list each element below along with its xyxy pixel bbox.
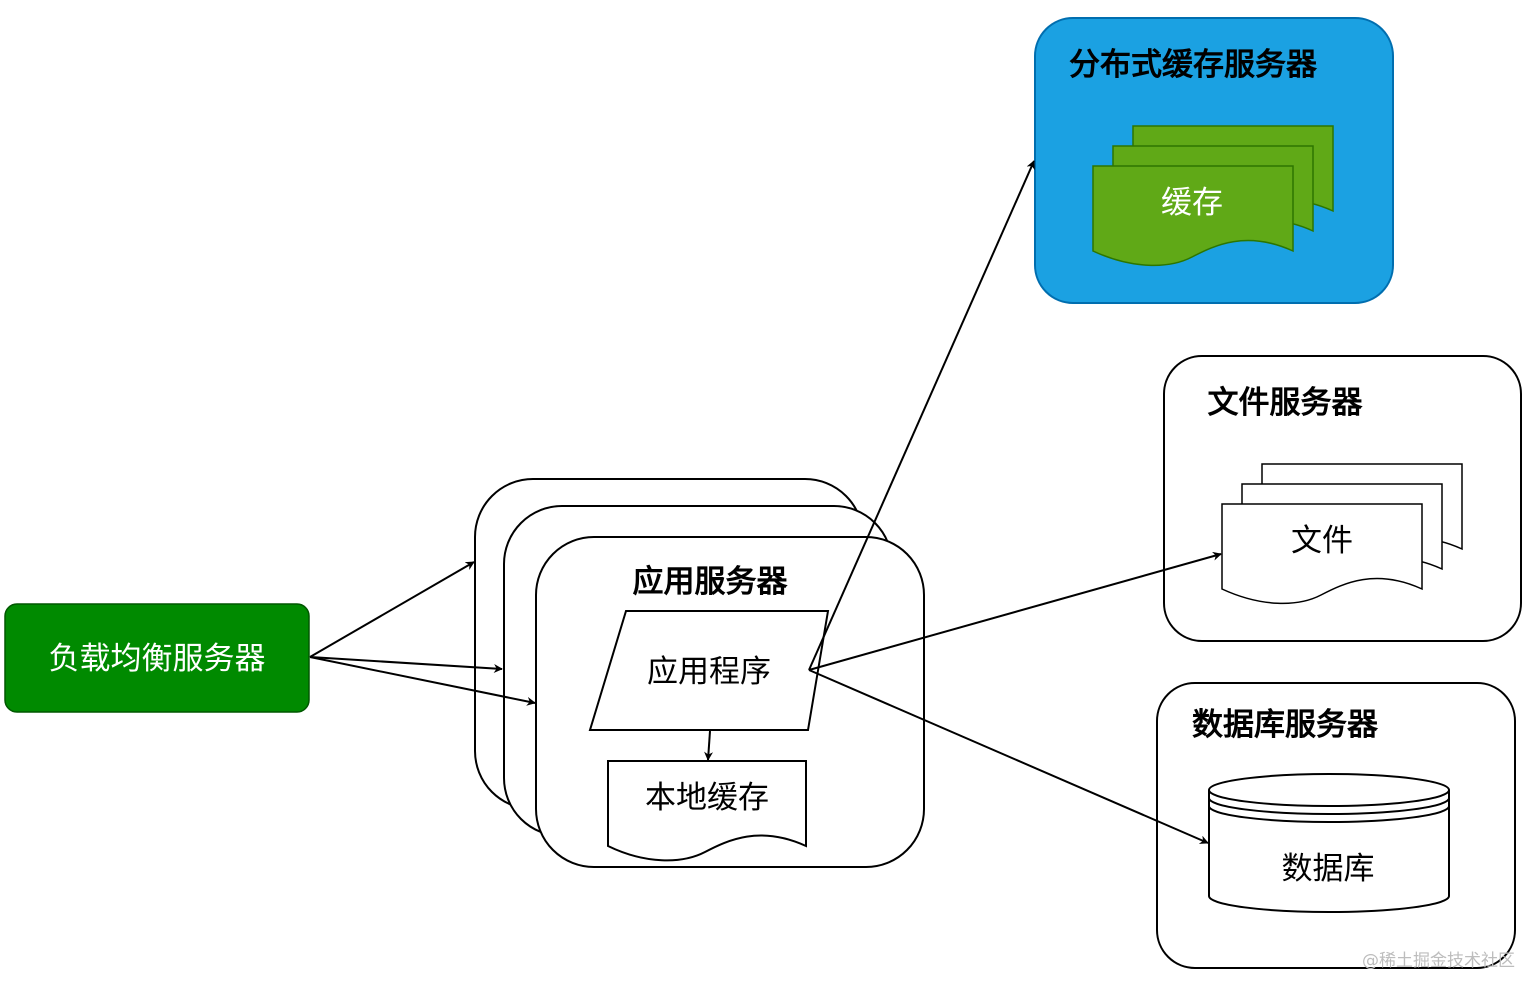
- edge-app-to-local-cache: [704, 730, 714, 761]
- edge-app-to-distributed-cache: [808, 160, 1035, 671]
- edge-app-to-file: [808, 551, 1222, 671]
- edge-lb-to-app-middle: [309, 656, 503, 673]
- database-label: 数据库: [1282, 851, 1375, 887]
- db-server-title: 数据库服务器: [1192, 707, 1379, 743]
- cache-server-title: 分布式缓存服务器: [1069, 47, 1318, 83]
- load-balancer-box: [4, 603, 310, 713]
- distributed-cache-server: 分布式缓存服务器 缓存: [1034, 17, 1394, 304]
- load-balancer-label: 负载均衡服务器: [49, 641, 266, 677]
- file-server: 文件服务器 文件: [1163, 355, 1522, 642]
- edge-lb-to-app-front: [309, 656, 536, 706]
- file-server-title: 文件服务器: [1208, 385, 1364, 421]
- cache-doc-label: 缓存: [1161, 185, 1223, 221]
- connectors: [309, 160, 1222, 844]
- local-cache-shape: [607, 760, 807, 862]
- app-server-stack: 应用服务器 应用程序 本地缓存: [474, 478, 925, 868]
- load-balancer: 负载均衡服务器: [4, 603, 310, 713]
- database-ring-1: [1208, 797, 1450, 815]
- file-doc-front: [1221, 503, 1423, 605]
- app-program-label: 应用程序: [647, 654, 771, 690]
- local-cache-label: 本地缓存: [645, 780, 769, 816]
- watermark-text: @稀土掘金技术社区: [1362, 951, 1515, 971]
- app-program-shape: [588, 610, 830, 731]
- file-doc-label: 文件: [1291, 523, 1353, 559]
- edge-lb-to-app-back: [309, 561, 475, 658]
- database-ring-2: [1208, 805, 1450, 823]
- database-top: [1208, 773, 1450, 807]
- database-server: 数据库服务器 数据库: [1156, 682, 1516, 969]
- cache-doc-front: [1092, 165, 1294, 267]
- app-server-title: 应用服务器: [633, 564, 789, 600]
- edge-app-to-database: [808, 669, 1209, 844]
